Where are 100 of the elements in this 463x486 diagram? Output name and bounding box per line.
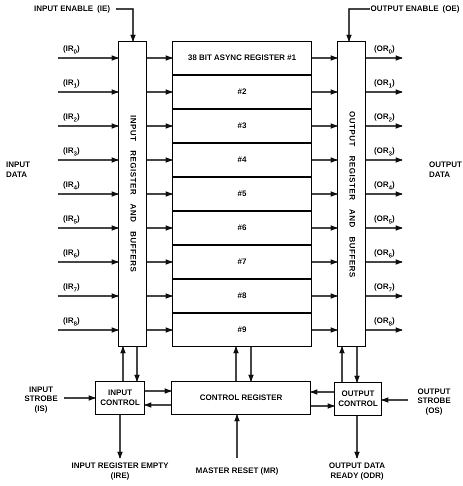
edge-label: (OR$_{0}$) xyxy=(374,44,395,57)
signal-arrow xyxy=(312,259,338,265)
edge-label: (IR$_{6}$) xyxy=(63,248,80,261)
signal-arrow xyxy=(64,395,96,401)
register-block xyxy=(172,177,312,211)
edge-label: (OR$_{8}$) xyxy=(374,316,395,329)
signal-arrow xyxy=(147,157,173,163)
signal-label: INPUT STROBE (IS) xyxy=(23,384,59,414)
bus-label: OUTPUT DATA xyxy=(429,160,463,180)
signal-arrow xyxy=(58,157,119,163)
signal-arrow xyxy=(310,389,334,395)
signal-label: INPUT ENABLE xyxy=(34,4,94,14)
signal-arrow xyxy=(366,55,403,61)
block-label: INPUT REGISTER AND BUFFERS xyxy=(128,115,138,273)
signal-arrow xyxy=(58,55,119,61)
edge-label: (IR$_{0}$) xyxy=(63,44,80,57)
signal-arrow xyxy=(233,346,239,381)
register-block xyxy=(171,381,311,415)
signal-label: (OE) xyxy=(442,4,460,14)
register-block xyxy=(172,143,312,177)
block-label: OUTPUT CONTROL xyxy=(337,389,379,409)
edge-label: (OR$_{3}$) xyxy=(374,146,395,159)
block-label: #3 xyxy=(238,121,246,131)
edge-label: (IR$_{4}$) xyxy=(63,180,80,193)
edge-label: (OR$_{7}$) xyxy=(374,282,395,295)
block-label: #9 xyxy=(238,325,246,335)
edge-label: (IR$_{3}$) xyxy=(63,146,80,159)
signal-arrow xyxy=(248,347,254,382)
signal-arrow xyxy=(58,327,119,333)
signal-arrow xyxy=(147,225,173,231)
signal-label: INPUT REGISTER EMPTY (IRE) xyxy=(70,461,170,481)
register-block xyxy=(172,41,312,75)
signal-arrow xyxy=(312,293,338,299)
signal-arrow xyxy=(58,191,119,197)
signal-arrow xyxy=(366,327,403,333)
register-block xyxy=(172,245,312,279)
edge-label: (OR$_{6}$) xyxy=(374,248,395,261)
signal-arrow xyxy=(120,346,126,381)
block-label: 38 BIT ASYNC REGISTER #1 xyxy=(188,53,296,63)
buffer-register-block xyxy=(118,41,147,347)
signal-label: OUTPUT DATA READY (ODR) xyxy=(328,461,386,481)
edge-label: (IR$_{8}$) xyxy=(63,316,80,329)
signal-arrow xyxy=(366,123,403,129)
signal-arrow xyxy=(147,123,173,129)
signal-arrow xyxy=(366,259,403,265)
signal-label: OUTPUT STROBE (OS) xyxy=(416,386,452,416)
edge-label: (IR$_{1}$) xyxy=(63,78,80,91)
block-label: INPUT CONTROL xyxy=(99,388,141,408)
signal-arrow xyxy=(339,346,345,382)
signal-arrow xyxy=(147,327,173,333)
block-label: #4 xyxy=(238,155,246,165)
signal-arrow xyxy=(147,259,173,265)
signal-arrow xyxy=(117,415,123,459)
signal-arrow xyxy=(58,123,119,129)
edge-label: (IR$_{7}$) xyxy=(63,282,80,295)
edge-label: (IR$_{5}$) xyxy=(63,214,80,227)
signal-arrow xyxy=(58,259,119,265)
signal-arrow xyxy=(134,347,140,382)
signal-arrow xyxy=(366,293,403,299)
register-block xyxy=(334,382,382,416)
signal-arrow xyxy=(366,191,403,197)
signal-arrow xyxy=(312,123,338,129)
signal-arrow xyxy=(312,157,338,163)
block-label: OUTPUT REGISTER AND BUFFERS xyxy=(346,110,356,278)
signal-arrow xyxy=(312,89,338,95)
signal-arrow xyxy=(312,55,338,61)
signal-label: OUTPUT ENABLE xyxy=(370,4,439,14)
signal-arrow xyxy=(234,414,240,458)
signal-arrow xyxy=(312,225,338,231)
block-label: #6 xyxy=(238,223,246,233)
signal-arrow xyxy=(147,191,173,197)
register-block xyxy=(172,109,312,143)
register-block xyxy=(95,381,145,415)
block-label: #5 xyxy=(238,189,246,199)
register-block xyxy=(172,279,312,313)
signal-arrow xyxy=(312,191,338,197)
signal-arrow xyxy=(366,157,403,163)
signal-arrow xyxy=(354,416,360,459)
signal-arrow xyxy=(147,89,173,95)
block-label: #8 xyxy=(238,291,246,301)
signal-arrow xyxy=(311,403,335,409)
signal-arrow xyxy=(58,225,119,231)
block-label: CONTROL REGISTER xyxy=(200,393,282,403)
register-block xyxy=(172,211,312,245)
buffer-register-block xyxy=(337,41,366,347)
signal-arrow xyxy=(346,8,370,42)
signal-arrow xyxy=(116,8,136,42)
register-block xyxy=(172,75,312,109)
signal-arrow xyxy=(312,327,338,333)
block-label: #7 xyxy=(238,257,246,267)
signal-label: (IE) xyxy=(97,4,110,14)
signal-arrow xyxy=(366,225,403,231)
edge-label: (IR$_{2}$) xyxy=(63,112,80,125)
signal-arrow xyxy=(354,347,360,383)
signal-arrow xyxy=(58,89,119,95)
signal-arrow xyxy=(144,402,171,408)
register-block xyxy=(172,313,312,347)
signal-arrow xyxy=(58,293,119,299)
block-label: #2 xyxy=(238,87,246,97)
edge-label: (OR$_{4}$) xyxy=(374,180,395,193)
